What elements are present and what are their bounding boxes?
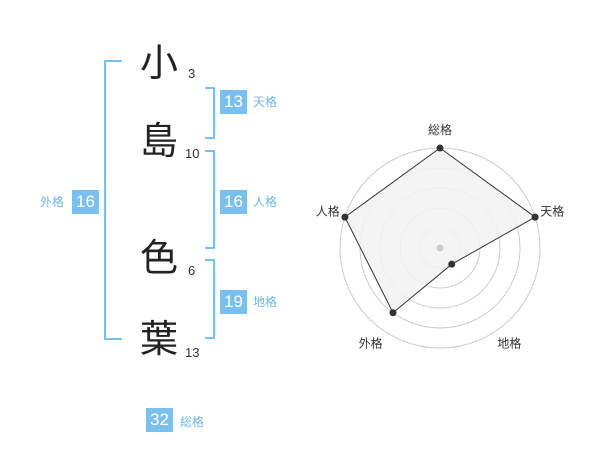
radar-axis-label-4: 人格 — [316, 204, 340, 219]
radar-axis-label-2: 地格 — [497, 336, 521, 351]
radar-series-polygon — [344, 147, 537, 314]
chikaku-value: 19 — [220, 290, 247, 314]
radar-point-0 — [436, 144, 444, 152]
radar-point-3 — [389, 309, 397, 317]
radar-axis-label-0: 総格 — [428, 122, 452, 137]
name-char-3: 色 — [139, 236, 178, 280]
radar-point-4 — [341, 213, 349, 221]
stroke-count-4: 13 — [185, 345, 200, 360]
chikaku-bracket — [205, 259, 215, 339]
radar-axis-label-3: 外格 — [359, 336, 383, 351]
radar-point-1 — [531, 213, 539, 221]
soukaku-value: 32 — [146, 408, 173, 432]
gaikaku-value: 16 — [72, 190, 99, 214]
name-char-2: 島 — [139, 119, 178, 163]
soukaku-label: 総格 — [180, 415, 205, 429]
radar-point-2 — [448, 260, 456, 268]
jinkaku-bracket — [205, 150, 215, 249]
name-char-1: 小 — [139, 41, 178, 85]
radar-center-dot — [436, 244, 444, 252]
stroke-count-1: 3 — [188, 66, 196, 81]
radar-axis-label-1: 天格 — [540, 204, 564, 219]
name-char-4: 葉 — [139, 317, 178, 361]
gaikaku-label: 外格 — [40, 195, 65, 209]
tenkaku-value: 13 — [220, 90, 247, 114]
stroke-count-2: 10 — [185, 146, 200, 161]
jinkaku-value: 16 — [220, 190, 247, 214]
chikaku-label: 地格 — [253, 295, 278, 309]
tenkaku-label: 天格 — [253, 95, 278, 109]
jinkaku-label: 人格 — [253, 195, 278, 209]
stroke-count-3: 6 — [188, 263, 196, 278]
gaikaku-bracket — [104, 60, 122, 340]
tenkaku-bracket — [205, 87, 215, 139]
